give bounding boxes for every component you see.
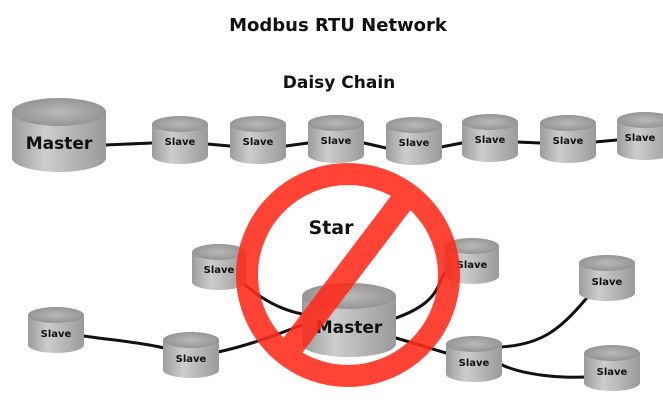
star-slave-right-bottom-label: Slave bbox=[597, 367, 628, 378]
star-slave-upper-left-label: Slave bbox=[204, 265, 235, 276]
daisy-slave-7-label: Slave bbox=[625, 133, 656, 144]
daisy-slave-7: Slave bbox=[617, 112, 663, 160]
star-slave-right-bottom: Slave bbox=[584, 345, 640, 391]
daisy-slave-6-label: Slave bbox=[553, 136, 584, 147]
daisy-slave-6: Slave bbox=[540, 115, 596, 163]
daisy-slave-5: Slave bbox=[462, 114, 518, 162]
daisy-master-label: Master bbox=[26, 134, 93, 154]
star-slave-lower-left: Slave bbox=[163, 332, 219, 378]
star-slave-right-top: Slave bbox=[579, 255, 635, 301]
daisy-slave-5-label: Slave bbox=[475, 135, 506, 146]
daisy-slave-3-label: Slave bbox=[321, 136, 352, 147]
star-slave-far-left: Slave bbox=[28, 307, 84, 353]
star-slave-upper-left: Slave bbox=[192, 244, 246, 290]
star-slave-right-top-label: Slave bbox=[592, 277, 623, 288]
daisy-slave-2: Slave bbox=[230, 116, 286, 164]
no-symbol-icon bbox=[236, 163, 460, 387]
star-heading: Star bbox=[309, 217, 355, 239]
star-master-label: Master bbox=[316, 318, 383, 338]
daisy-slave-4: Slave bbox=[386, 117, 442, 165]
daisy-slave-1-label: Slave bbox=[165, 137, 196, 148]
daisy-slave-1: Slave bbox=[152, 116, 208, 164]
star-slave-far-left-label: Slave bbox=[41, 329, 72, 340]
daisy-chain-heading: Daisy Chain bbox=[283, 73, 396, 93]
diagram-title: Modbus RTU Network bbox=[229, 15, 448, 36]
daisy-slave-2-label: Slave bbox=[243, 137, 274, 148]
daisy-slave-4-label: Slave bbox=[399, 138, 430, 149]
daisy-master-node: Master bbox=[12, 98, 106, 172]
daisy-slave-3: Slave bbox=[308, 115, 364, 163]
star-slave-lower-middle-label: Slave bbox=[459, 358, 490, 369]
star-slave-lower-middle: Slave bbox=[446, 336, 502, 382]
star-slave-lower-left-label: Slave bbox=[176, 354, 207, 365]
daisy-chain-cables bbox=[103, 138, 619, 150]
star-slave-upper-right-label: Slave bbox=[457, 260, 488, 271]
